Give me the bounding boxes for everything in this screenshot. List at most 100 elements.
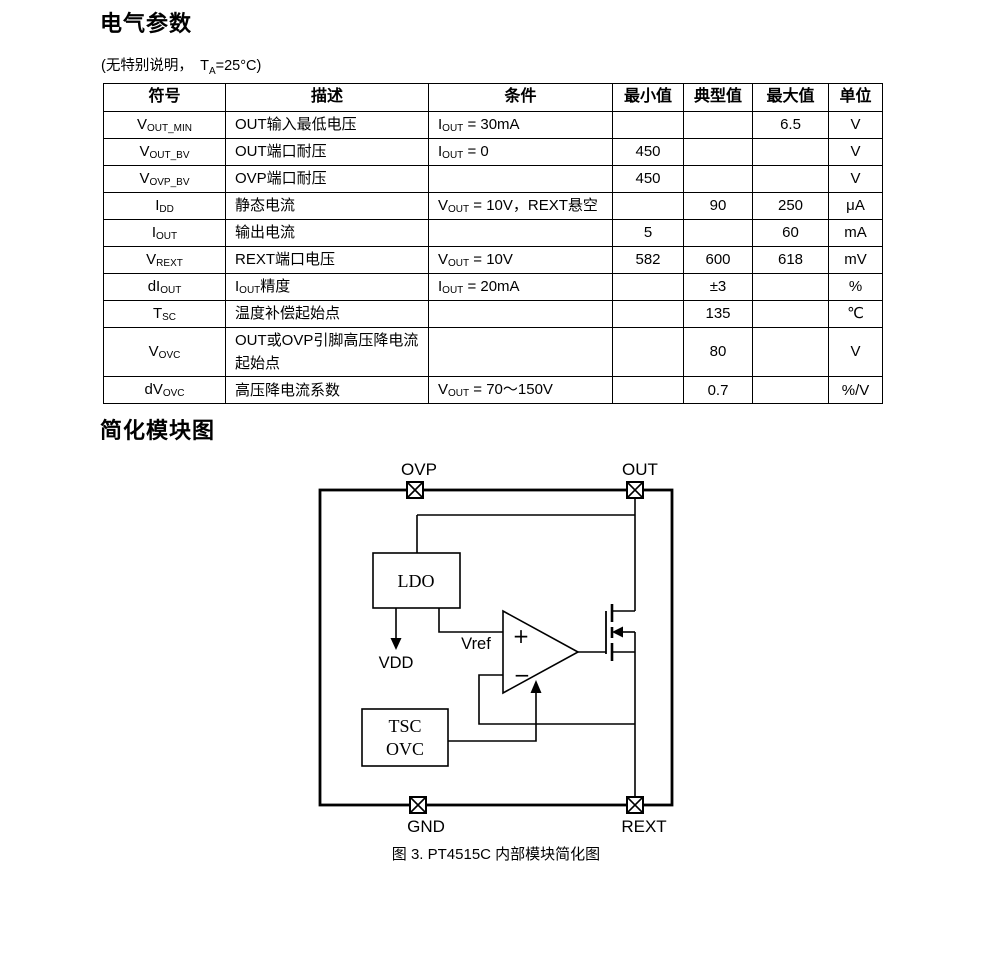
vdd-arrowhead	[390, 638, 402, 651]
cell-max: 618	[752, 245, 829, 274]
cell-desc: 温度补偿起始点	[225, 299, 429, 328]
cell-cond: IOUT = 0	[428, 137, 613, 166]
cell-unit: mA	[828, 218, 883, 247]
cell-unit: V	[828, 110, 883, 139]
section-title-block-diagram: 简化模块图	[100, 418, 216, 444]
datasheet-page: 电气参数 (无特别说明， TA=25°C) 符号描述条件最小值典型值最大值单位 …	[100, 11, 991, 863]
opamp-plus-sign: +	[513, 624, 530, 648]
cell-unit: V	[828, 326, 883, 378]
wire-tsc-to-opamp	[448, 693, 537, 742]
pin-symbols	[406, 481, 644, 815]
cell-cond: VOUT = 10V	[428, 245, 613, 274]
cell-desc: REXT端口电压	[225, 245, 429, 274]
cell-typ	[683, 137, 753, 166]
cell-min: 450	[612, 164, 684, 193]
cell-desc: 静态电流	[225, 191, 429, 220]
section-title-electrical-parameters: 电气参数	[100, 11, 193, 36]
cell-max	[752, 376, 829, 405]
cell-unit: mV	[828, 245, 883, 274]
cell-typ	[683, 218, 753, 247]
note-symbol: T	[200, 58, 209, 74]
cell-max	[752, 164, 829, 193]
cell-unit: ℃	[828, 299, 883, 328]
cell-max	[752, 299, 829, 328]
cell-unit: V	[828, 164, 883, 193]
cell-cond: VOUT = 10V，REXT悬空	[428, 191, 613, 220]
vdd-label: VDD	[379, 654, 414, 672]
ovp-pin-cross	[406, 481, 424, 499]
cell-typ	[683, 110, 753, 139]
vref-label: Vref	[461, 635, 491, 653]
mosfet-body-arrowhead	[612, 626, 623, 638]
cell-typ: 600	[683, 245, 753, 274]
tsc-label: TSC	[388, 716, 421, 736]
cell-min: 582	[612, 245, 684, 274]
rext-pin-cross	[626, 796, 644, 814]
cell-max	[752, 326, 829, 378]
cell-sym: dIOUT	[103, 272, 226, 301]
column-header: 最大值	[752, 82, 829, 112]
block-diagram-svg: LDO TSC OVC + − VDD Vref	[318, 460, 674, 863]
test-condition-note: (无特别说明， TA=25°C)	[101, 54, 991, 77]
cell-sym: IDD	[103, 191, 226, 220]
cell-sym: TSC	[103, 299, 226, 328]
cell-desc: OUT输入最低电压	[225, 110, 429, 139]
cell-max	[752, 137, 829, 166]
gnd-pin-cross	[409, 796, 427, 814]
cell-sym: IOUT	[103, 218, 226, 247]
cell-min: 5	[612, 218, 684, 247]
cell-max: 6.5	[752, 110, 829, 139]
cell-min	[612, 272, 684, 301]
cell-sym: VOVP_BV	[103, 164, 226, 193]
cell-cond	[428, 164, 613, 193]
mosfet-symbol	[605, 604, 614, 662]
gnd-pin-label: GND	[407, 817, 445, 836]
cell-min	[612, 299, 684, 328]
column-header: 描述	[225, 82, 429, 112]
param-table-header-row: 符号描述条件最小值典型值最大值单位	[103, 82, 883, 112]
cell-desc: OUT或OVP引脚高压降电流起始点	[225, 326, 429, 378]
cell-min	[612, 376, 684, 405]
cell-cond: IOUT = 20mA	[428, 272, 613, 301]
cell-sym: dVOVC	[103, 376, 226, 405]
cell-min	[612, 110, 684, 139]
cell-cond	[428, 299, 613, 328]
cell-typ: 0.7	[683, 376, 753, 405]
opamp-minus-sign: −	[514, 663, 531, 687]
column-header: 条件	[428, 82, 613, 112]
opamp-triangle	[502, 609, 580, 695]
ovp-pin-label: OVP	[401, 460, 437, 479]
out-pin-cross	[626, 481, 644, 499]
cell-unit: μA	[828, 191, 883, 220]
cell-cond: IOUT = 30mA	[428, 110, 613, 139]
cell-sym: VOVC	[103, 326, 226, 378]
cell-unit: %/V	[828, 376, 883, 405]
note-prefix: (无特别说明，	[101, 58, 201, 74]
cell-desc: IOUT精度	[225, 272, 429, 301]
column-header: 最小值	[612, 82, 684, 112]
ldo-block	[372, 552, 461, 609]
out-pin-label: OUT	[622, 460, 658, 479]
note-suffix: =25°C)	[215, 58, 262, 74]
cell-sym: VOUT_MIN	[103, 110, 226, 139]
cell-desc: 高压降电流系数	[225, 376, 429, 405]
wire-feedback	[478, 674, 635, 725]
rext-pin-label: REXT	[621, 817, 666, 836]
cell-min: 450	[612, 137, 684, 166]
cell-typ: ±3	[683, 272, 753, 301]
note-symbol-subscript: A	[208, 65, 216, 77]
column-header: 典型值	[683, 82, 753, 112]
wire-vref	[438, 608, 503, 633]
cell-desc: 输出电流	[225, 218, 429, 247]
cell-typ: 80	[683, 326, 753, 378]
